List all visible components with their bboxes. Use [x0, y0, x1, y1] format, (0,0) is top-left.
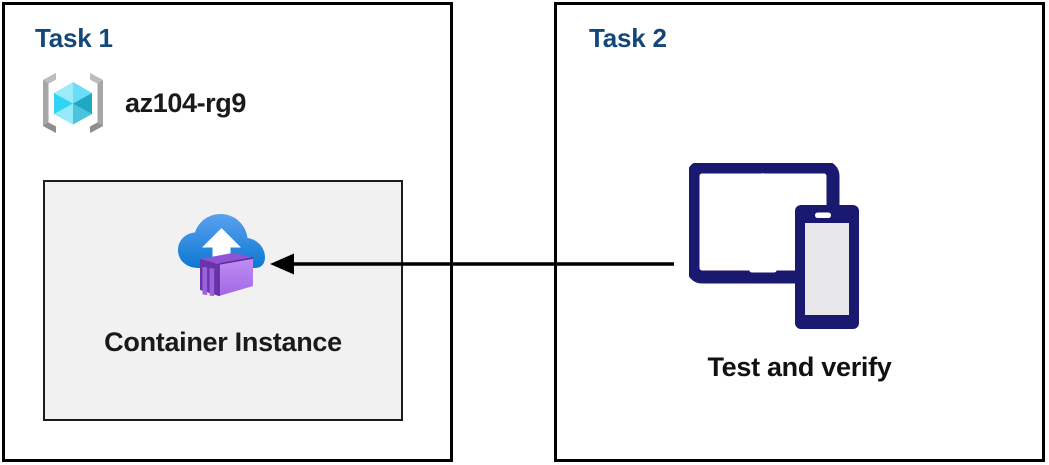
resource-group-row: az104-rg9: [37, 67, 246, 139]
task1-title: Task 1: [35, 23, 113, 53]
container-instance-card: Container Instance: [43, 180, 403, 421]
resource-group-name: az104-rg9: [125, 87, 246, 118]
task-panel-task2: Task 2 Test and verify: [554, 2, 1045, 462]
test-and-verify-label: Test and verify: [707, 352, 892, 382]
task-panel-task1: Task 1: [2, 2, 453, 462]
azure-resource-group-icon: [43, 73, 103, 133]
azure-container-instance-icon: [178, 214, 265, 297]
task2-title: Task 2: [589, 23, 667, 53]
container-instance-label: Container Instance: [104, 327, 342, 357]
devices-tablet-phone-icon: [689, 163, 859, 329]
